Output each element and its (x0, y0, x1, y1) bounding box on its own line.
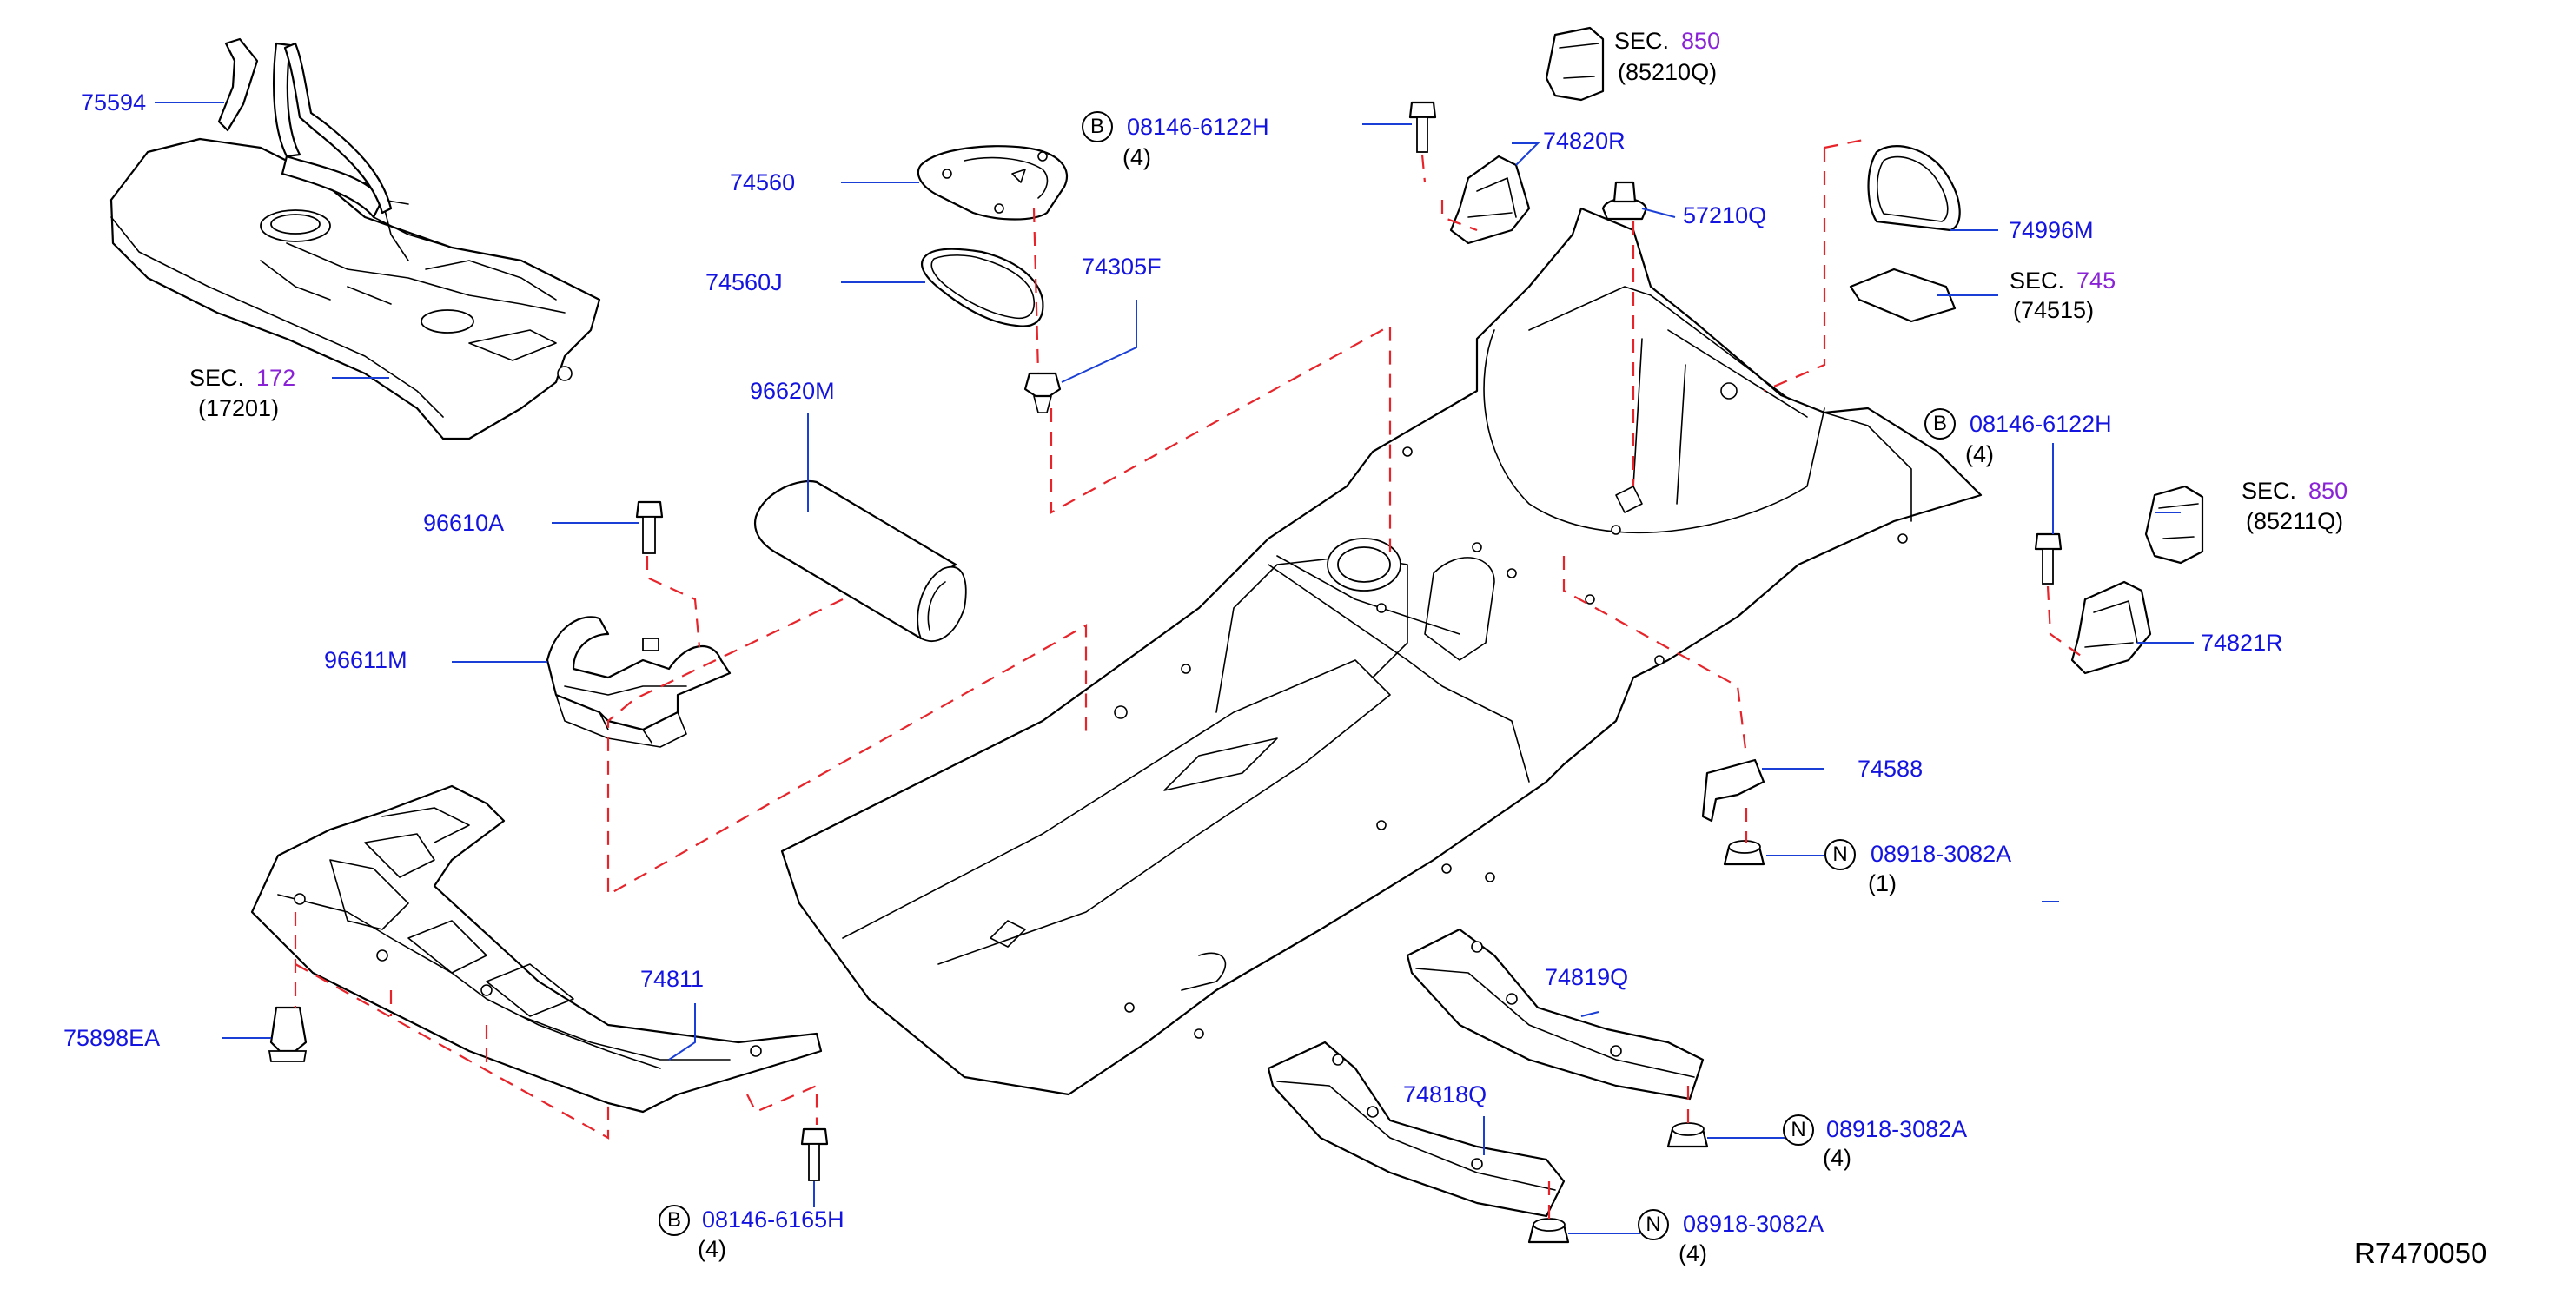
section-ref-172: SEC. 172 (189, 365, 295, 391)
section-ref-850: SEC. 850 (1614, 28, 1720, 54)
section-ref-850: SEC. 850 (2242, 478, 2348, 504)
section-sub-85211Q: (85211Q) (2246, 508, 2344, 534)
fuel-tank-drawing (109, 37, 601, 440)
part-label-74996M: 74996M (2009, 217, 2094, 243)
section-number: 850 (1681, 28, 1721, 54)
floor-insulator-drawing (780, 207, 1983, 1096)
part-label-96620M: 96620M (750, 378, 835, 404)
part-label-74560: 74560 (730, 169, 796, 195)
nut-marker-n: N (1638, 1209, 1669, 1240)
fastener-qty: (4) (698, 1236, 726, 1262)
leader-lines (155, 102, 2194, 1234)
part-label-75898EA: 75898EA (63, 1025, 161, 1051)
section-number: 745 (2076, 268, 2116, 294)
section-sub-85210Q: (85210Q) (1618, 59, 1718, 85)
part-label-74811: 74811 (640, 966, 705, 992)
fastener-label-08146-6122H: 08146-6122H (1127, 114, 1269, 140)
part-label-74560J: 74560J (705, 269, 783, 295)
part-label-57210Q: 57210Q (1683, 202, 1767, 228)
section-sub-74515: (74515) (2013, 297, 2095, 323)
part-label-74821R: 74821R (2201, 630, 2283, 656)
fastener-qty: (1) (1868, 870, 1897, 896)
fastener-qty: (4) (1122, 144, 1151, 170)
fastener-label-08146-6165H: 08146-6165H (702, 1206, 844, 1233)
fastener-label-08146-6122H: 08146-6122H (1970, 411, 2112, 437)
section-ref-745: SEC. 745 (2010, 268, 2116, 294)
insulator-bracket-drawing (546, 616, 732, 748)
part-label-96611M: 96611M (324, 647, 407, 673)
part-label-74820R: 74820R (1543, 128, 1626, 154)
fastener-label-08918-3082A: 08918-3082A (1871, 841, 2012, 867)
section-prefix: SEC. (2010, 268, 2065, 294)
nut-marker-n: N (1824, 839, 1856, 870)
part-label-74818Q: 74818Q (1403, 1081, 1487, 1107)
fasteners-drawing (268, 101, 2063, 1244)
front-under-cover-drawing (250, 784, 823, 1114)
part-label-74819Q: 74819Q (1545, 964, 1629, 990)
bolt-marker-b: B (1924, 408, 1956, 440)
nut-marker-n: N (1783, 1114, 1814, 1146)
heat-shield-plate-drawing (917, 145, 1069, 327)
heat-insulator-drawing (753, 479, 967, 642)
section-prefix: SEC. (189, 365, 245, 391)
section-number: 850 (2308, 478, 2348, 504)
section-prefix: SEC. (2242, 478, 2297, 504)
section-number: 172 (256, 365, 296, 391)
cross-member-insulators-drawing (1267, 928, 1705, 1218)
fastener-label-08918-3082A: 08918-3082A (1683, 1211, 1824, 1237)
section-sub-17201: (17201) (198, 395, 280, 421)
bolt-marker-b: B (659, 1205, 690, 1236)
part-label-74305F: 74305F (1082, 254, 1162, 280)
fastener-qty: (4) (1965, 441, 1994, 467)
bolt-marker-b: B (1082, 111, 1113, 142)
fastener-qty: (4) (1823, 1145, 1851, 1171)
fastener-qty: (4) (1679, 1240, 1707, 1266)
phantom-lines (294, 137, 2082, 1220)
part-label-74588: 74588 (1858, 756, 1924, 782)
part-label-75594: 75594 (81, 89, 147, 116)
fastener-label-08918-3082A: 08918-3082A (1826, 1116, 1968, 1142)
part-label-96610A: 96610A (423, 510, 505, 536)
diagram-reference-id: R7470050 (2354, 1237, 2487, 1269)
brackets-drawing (1449, 26, 2204, 675)
section-prefix: SEC. (1614, 28, 1670, 54)
